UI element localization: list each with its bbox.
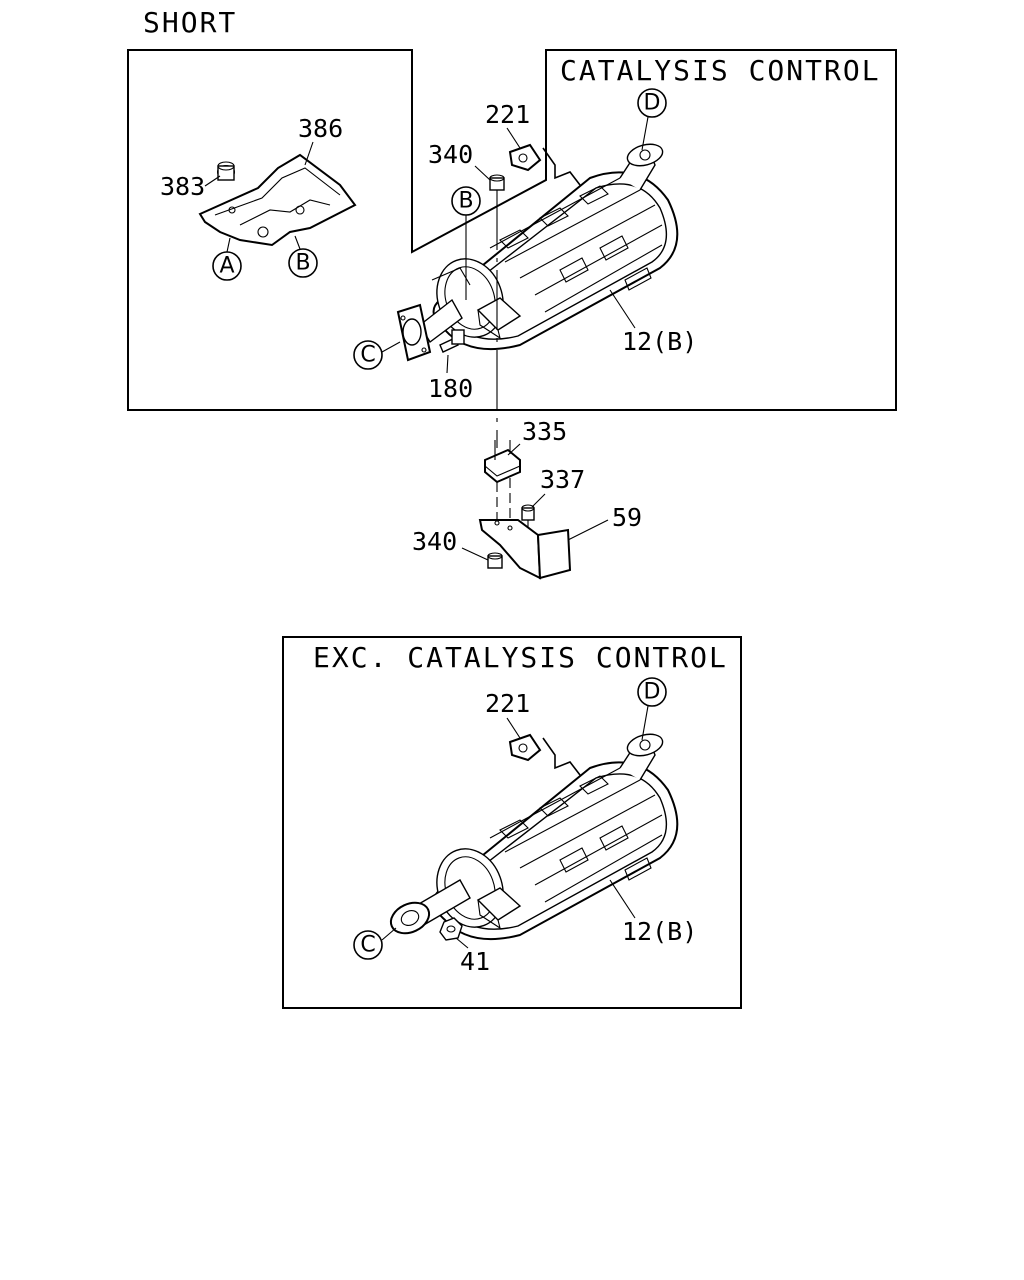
svg-text:B: B: [458, 189, 473, 214]
rubber-mount-335-part: [484, 440, 521, 484]
callout-221-bottom: 221: [485, 689, 530, 718]
ref-b-muffler-marker: B: [451, 186, 481, 300]
ref-c-top-marker: C: [353, 340, 401, 370]
svg-text:D: D: [644, 91, 661, 116]
callout-383: 383: [160, 172, 205, 201]
exc-catalysis-control-title: EXC. CATALYSIS CONTROL: [313, 641, 728, 674]
muffler-exc-catalysis: [425, 729, 679, 941]
bolt-180-part: [439, 329, 465, 353]
ref-d-top-marker: D: [637, 88, 667, 151]
callout-59: 59: [612, 503, 642, 532]
hanger-assembly: 335 337 59 340: [412, 190, 642, 580]
exc-catalysis-control-section: EXC. CATALYSIS CONTROL 221 D 41: [282, 636, 742, 1009]
heat-shield-part: [198, 153, 357, 247]
callout-221-top: 221: [485, 100, 530, 129]
svg-text:B: B: [295, 251, 310, 276]
bracket-221-bottom-part: [508, 733, 581, 776]
nut-340-top-part: [489, 174, 505, 191]
svg-text:D: D: [644, 680, 661, 705]
nut-383-part: [217, 161, 235, 181]
callout-180: 180: [428, 374, 473, 403]
callout-41: 41: [460, 947, 490, 976]
callout-337: 337: [540, 465, 585, 494]
callout-386: 386: [298, 114, 343, 143]
ref-b-shield-marker: B: [288, 235, 318, 278]
bolt-337-part: [521, 504, 535, 527]
svg-text:C: C: [360, 343, 375, 368]
nut-41-part: [439, 917, 463, 941]
catalysis-control-title: CATALYSIS CONTROL: [560, 54, 881, 87]
callout-335: 335: [522, 417, 567, 446]
callout-340-bottom: 340: [412, 527, 457, 556]
bracket-59-part: [478, 519, 572, 580]
diagram-heading: SHORT: [143, 6, 237, 39]
callout-12b-top: 12(B): [622, 327, 697, 356]
inlet-pipe-round-flange: [389, 879, 471, 935]
callout-340-top: 340: [428, 140, 473, 169]
bracket-221-part: [508, 143, 581, 186]
inlet-flange-part: [396, 267, 471, 362]
ref-a-marker: A: [212, 237, 242, 281]
ref-c-bottom-marker: C: [353, 927, 397, 960]
muffler-catalysis: [425, 139, 679, 351]
nut-340-bottom-part: [487, 552, 503, 569]
svg-text:C: C: [360, 933, 375, 958]
svg-text:A: A: [219, 254, 234, 279]
callout-12b-bottom: 12(B): [622, 917, 697, 946]
catalysis-control-section: CATALYSIS CONTROL 386 383 A: [127, 49, 897, 411]
ref-d-bottom-marker: D: [637, 677, 667, 741]
